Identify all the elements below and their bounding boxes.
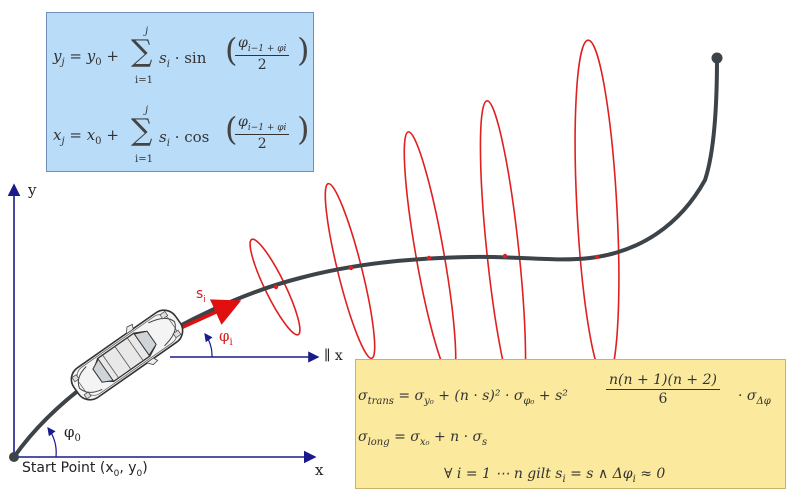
phi0-angle-arc xyxy=(47,427,57,458)
sigma-long-formula: σlong = σx₀ + n · σs xyxy=(358,429,488,448)
variance-formula-box: σtrans = σy₀ + (n · s)² · σφ₀ + s² n(n +… xyxy=(355,359,786,489)
sigma-trans-fraction: n(n + 1)(n + 2) 6 xyxy=(606,372,720,407)
xj-lhs: xj = x0 + xyxy=(53,126,119,147)
position-formula-box: yj = y0 + j ∑ i=1 si · sin ( φi−1 + φi 2… xyxy=(46,12,314,172)
start-point-label: Start Point (x0, y0) xyxy=(22,460,148,479)
step-marker xyxy=(426,255,432,261)
phii-label: φi xyxy=(219,327,233,348)
start-point-dot xyxy=(9,452,19,462)
phii-angle-arc xyxy=(204,333,213,358)
step-marker xyxy=(502,253,508,259)
step-markers xyxy=(273,253,600,290)
step-marker xyxy=(348,265,354,271)
yj-close-paren: ) xyxy=(297,31,310,69)
sigma-trans-lhs: σtrans = σy₀ + (n · s)² · σφ₀ + s² xyxy=(358,388,568,407)
step-marker xyxy=(273,284,279,290)
condition-formula: ∀ i = 1 ⋯ n gilt si = s ∧ Δφi ≈ 0 xyxy=(444,466,666,485)
phi0-label: φ0 xyxy=(64,423,81,444)
uncertainty-ellipse-2 xyxy=(324,182,376,360)
si-label: si xyxy=(196,286,206,305)
xj-sum-upper: j xyxy=(145,105,149,116)
yj-sum-upper: j xyxy=(145,26,149,37)
xj-sum-lower: i=1 xyxy=(135,154,153,165)
xj-open-paren: ( xyxy=(225,110,238,148)
xj-fraction: φi−1 + φi 2 xyxy=(235,114,290,152)
yj-sum-symbol: ∑ xyxy=(131,34,153,69)
yj-lhs: yj = y0 + xyxy=(53,47,119,68)
yj-open-paren: ( xyxy=(225,31,238,69)
yj-term: si · sin xyxy=(159,49,207,70)
sigma-trans-end: · σΔφ xyxy=(738,388,771,407)
uncertainty-ellipse-5 xyxy=(574,39,620,381)
parallel-x-label: ∥ x xyxy=(324,348,343,364)
xj-sum-symbol: ∑ xyxy=(131,113,153,148)
uncertainty-ellipses xyxy=(249,39,620,406)
y-axis-label: y xyxy=(28,181,37,199)
xj-term: si · cos xyxy=(159,128,210,149)
yj-sum-lower: i=1 xyxy=(135,75,153,86)
x-axis-label: x xyxy=(315,461,324,479)
uncertainty-ellipse-3 xyxy=(403,131,457,379)
trajectory-end-dot xyxy=(711,52,723,64)
yj-fraction: φi−1 + φi 2 xyxy=(235,35,290,73)
heading-vector-si xyxy=(171,299,242,334)
car-top-view-icon xyxy=(70,309,184,401)
xj-close-paren: ) xyxy=(297,110,310,148)
step-marker xyxy=(594,254,600,260)
